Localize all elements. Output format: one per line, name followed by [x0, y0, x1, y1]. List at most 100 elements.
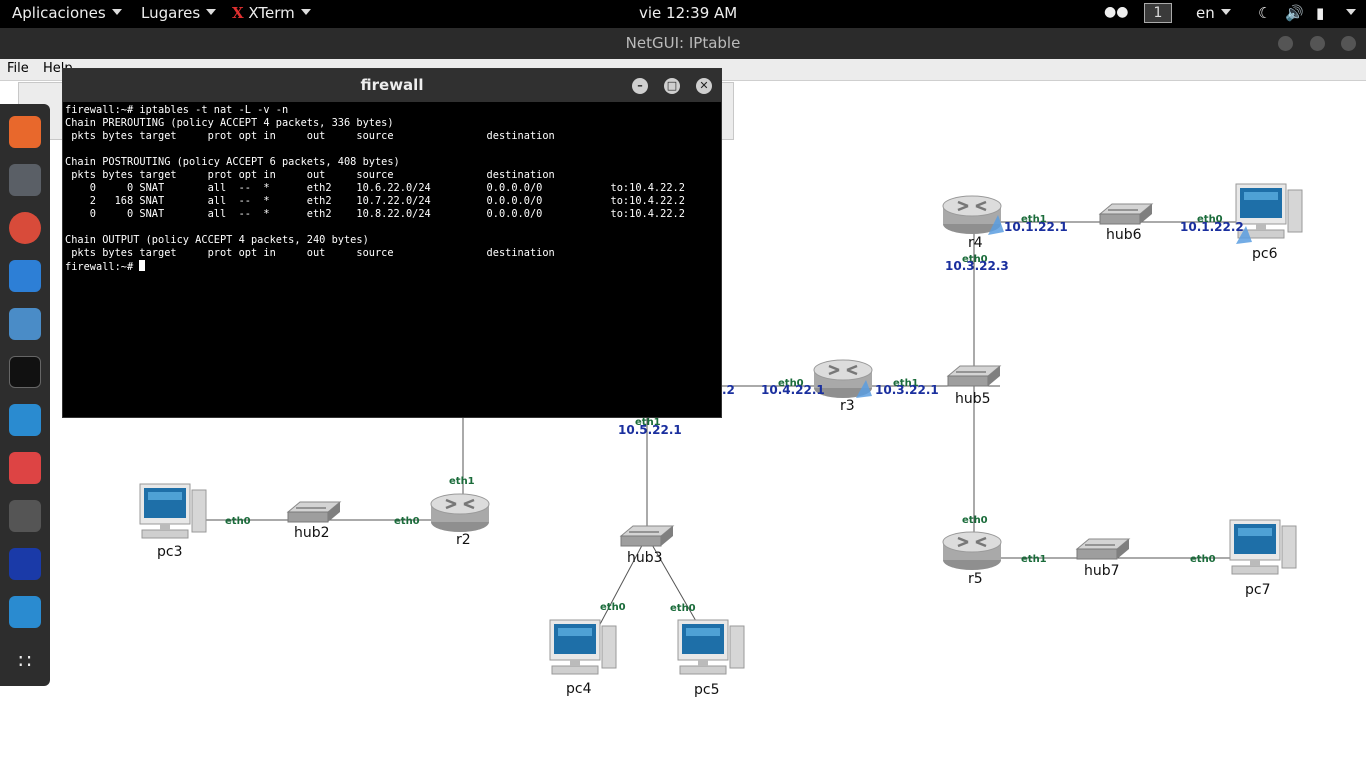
router-label: r4	[968, 235, 983, 251]
router-r2[interactable]: r2	[429, 492, 491, 548]
iface-label: eth0	[394, 516, 420, 527]
clock[interactable]: vie 12:39 AM	[639, 4, 738, 22]
pc-pc4[interactable]: pc4	[549, 619, 617, 697]
minimize-button[interactable]	[1278, 36, 1293, 51]
places-menu[interactable]: Lugares	[141, 4, 217, 22]
app-menu-label: XTerm	[248, 4, 295, 22]
dock: ∷	[0, 104, 50, 686]
terminal-prompt-line[interactable]: firewall:~#	[65, 260, 719, 274]
iface-label: eth1	[1021, 554, 1047, 565]
hub-hub6[interactable]: hub6	[1099, 203, 1153, 243]
terminal-line	[65, 143, 719, 156]
monitor-icon[interactable]	[9, 404, 41, 436]
ip-label: 10.5.22.1	[618, 423, 682, 437]
xterm-titlebar[interactable]: firewall – □ ✕	[63, 69, 721, 102]
firefox-icon[interactable]	[9, 116, 41, 148]
terminal-line	[65, 221, 719, 234]
pc-pc5[interactable]: pc5	[677, 619, 745, 698]
pc-pc3[interactable]: pc3	[139, 483, 207, 560]
router-label: r5	[968, 571, 983, 587]
battery-icon[interactable]: ▮	[1316, 4, 1325, 22]
ip-label: 10.3.22.3	[945, 259, 1009, 273]
terminal-line: firewall:~# iptables -t nat -L -v -n	[65, 104, 289, 116]
language-label: en	[1196, 4, 1215, 22]
router-r3[interactable]: r3	[812, 358, 874, 414]
hub-hub5[interactable]: hub5	[947, 365, 1001, 407]
iface-label: eth0	[1197, 214, 1223, 225]
volume-icon[interactable]: 🔊	[1285, 4, 1304, 22]
pc-pc6[interactable]: pc6	[1235, 183, 1303, 262]
netgui-title: NetGUI: IPtable	[625, 34, 741, 52]
xterm-app-icon: X	[232, 4, 244, 22]
terminal-line: Chain POSTROUTING (policy ACCEPT 6 packe…	[65, 156, 400, 168]
router-r4[interactable]: r4	[941, 194, 1003, 251]
wireshark-icon[interactable]	[9, 596, 41, 628]
chrome-icon[interactable]	[9, 212, 41, 244]
router-label: r3	[840, 398, 855, 414]
iface-label: eth1	[449, 476, 475, 487]
ip-label: 10.3.22.1	[875, 383, 939, 397]
iface-label: eth1	[1021, 214, 1047, 225]
maximize-button[interactable]	[1310, 36, 1325, 51]
iface-label: eth0	[225, 516, 251, 527]
files-icon[interactable]	[9, 308, 41, 340]
ip-label: .2	[722, 383, 735, 397]
iface-label: eth0	[1190, 554, 1216, 565]
workspace-indicator[interactable]: 1	[1144, 3, 1172, 23]
xterm-title: firewall	[360, 76, 424, 94]
terminal-line: Chain PREROUTING (policy ACCEPT 4 packet…	[65, 117, 394, 129]
app-menu[interactable]: X XTerm	[232, 4, 311, 22]
hub-label: hub7	[1084, 563, 1120, 579]
pc-label: pc5	[694, 682, 720, 698]
network-icon[interactable]: ●●	[1104, 4, 1129, 20]
iface-label: eth0	[670, 603, 696, 614]
chevron-down-icon	[1346, 9, 1356, 15]
hub-hub2[interactable]: hub2	[287, 501, 341, 541]
menu-file[interactable]: File	[7, 61, 29, 76]
maximize-button[interactable]: □	[664, 78, 680, 94]
show-apps-icon[interactable]: ∷	[18, 649, 32, 673]
iface-label: eth1	[893, 378, 919, 389]
terminal-line: 0 0 SNAT all -- * eth2 10.8.22.0/24 0.0.…	[65, 208, 685, 220]
glasses-icon[interactable]	[9, 452, 41, 484]
workspace-number: 1	[1144, 3, 1172, 23]
iface-label: eth0	[600, 602, 626, 613]
terminal-line: pkts bytes target prot opt in out source…	[65, 247, 555, 259]
hub-label: hub3	[627, 550, 663, 566]
top-bar: Aplicaciones Lugares X XTerm vie 12:39 A…	[0, 0, 1366, 28]
chevron-down-icon	[300, 9, 311, 15]
settings-icon[interactable]	[9, 164, 41, 196]
hub-hub3[interactable]: hub3	[620, 525, 674, 566]
close-button[interactable]: ✕	[696, 78, 712, 94]
terminal-line: 0 0 SNAT all -- * eth2 10.6.22.0/24 0.0.…	[65, 182, 685, 194]
ip-label: 10.4.22.1	[761, 383, 825, 397]
xterm-dock-icon[interactable]	[9, 548, 41, 580]
applications-label: Aplicaciones	[12, 4, 106, 22]
terminal-icon[interactable]	[9, 356, 41, 388]
terminal-line: Chain OUTPUT (policy ACCEPT 4 packets, 2…	[65, 234, 369, 246]
applications-menu[interactable]: Aplicaciones	[12, 4, 122, 22]
ip-label: 10.1.22.2	[1180, 220, 1244, 234]
ip-labels: .2 10.4.22.1 10.3.22.1 10.5.22.1 10.3.22…	[618, 220, 1244, 437]
terminal-line: pkts bytes target prot opt in out source…	[65, 130, 555, 142]
inkscape-icon[interactable]	[9, 500, 41, 532]
system-menu[interactable]	[1340, 4, 1356, 22]
terminal-line: pkts bytes target prot opt in out source…	[65, 169, 555, 181]
netgui-titlebar: NetGUI: IPtable	[0, 28, 1366, 59]
pc-pc7[interactable]: pc7	[1229, 519, 1297, 598]
iface-label: eth1	[635, 417, 661, 428]
router-label: r2	[456, 532, 471, 548]
router-r5[interactable]: r5	[941, 530, 1003, 587]
night-light-icon[interactable]: ☾	[1258, 4, 1272, 22]
language-selector[interactable]: en	[1196, 4, 1231, 22]
text-cursor	[139, 260, 146, 271]
iface-label: eth0	[962, 515, 988, 526]
hub-label: hub2	[294, 525, 330, 541]
hub-hub7[interactable]: hub7	[1076, 538, 1130, 579]
close-button[interactable]	[1341, 36, 1356, 51]
minimize-button[interactable]: –	[632, 78, 648, 94]
writer-icon[interactable]	[9, 260, 41, 292]
xterm-window[interactable]: firewall – □ ✕ firewall:~# iptables -t n…	[62, 68, 722, 418]
iface-label: eth0	[778, 378, 804, 389]
